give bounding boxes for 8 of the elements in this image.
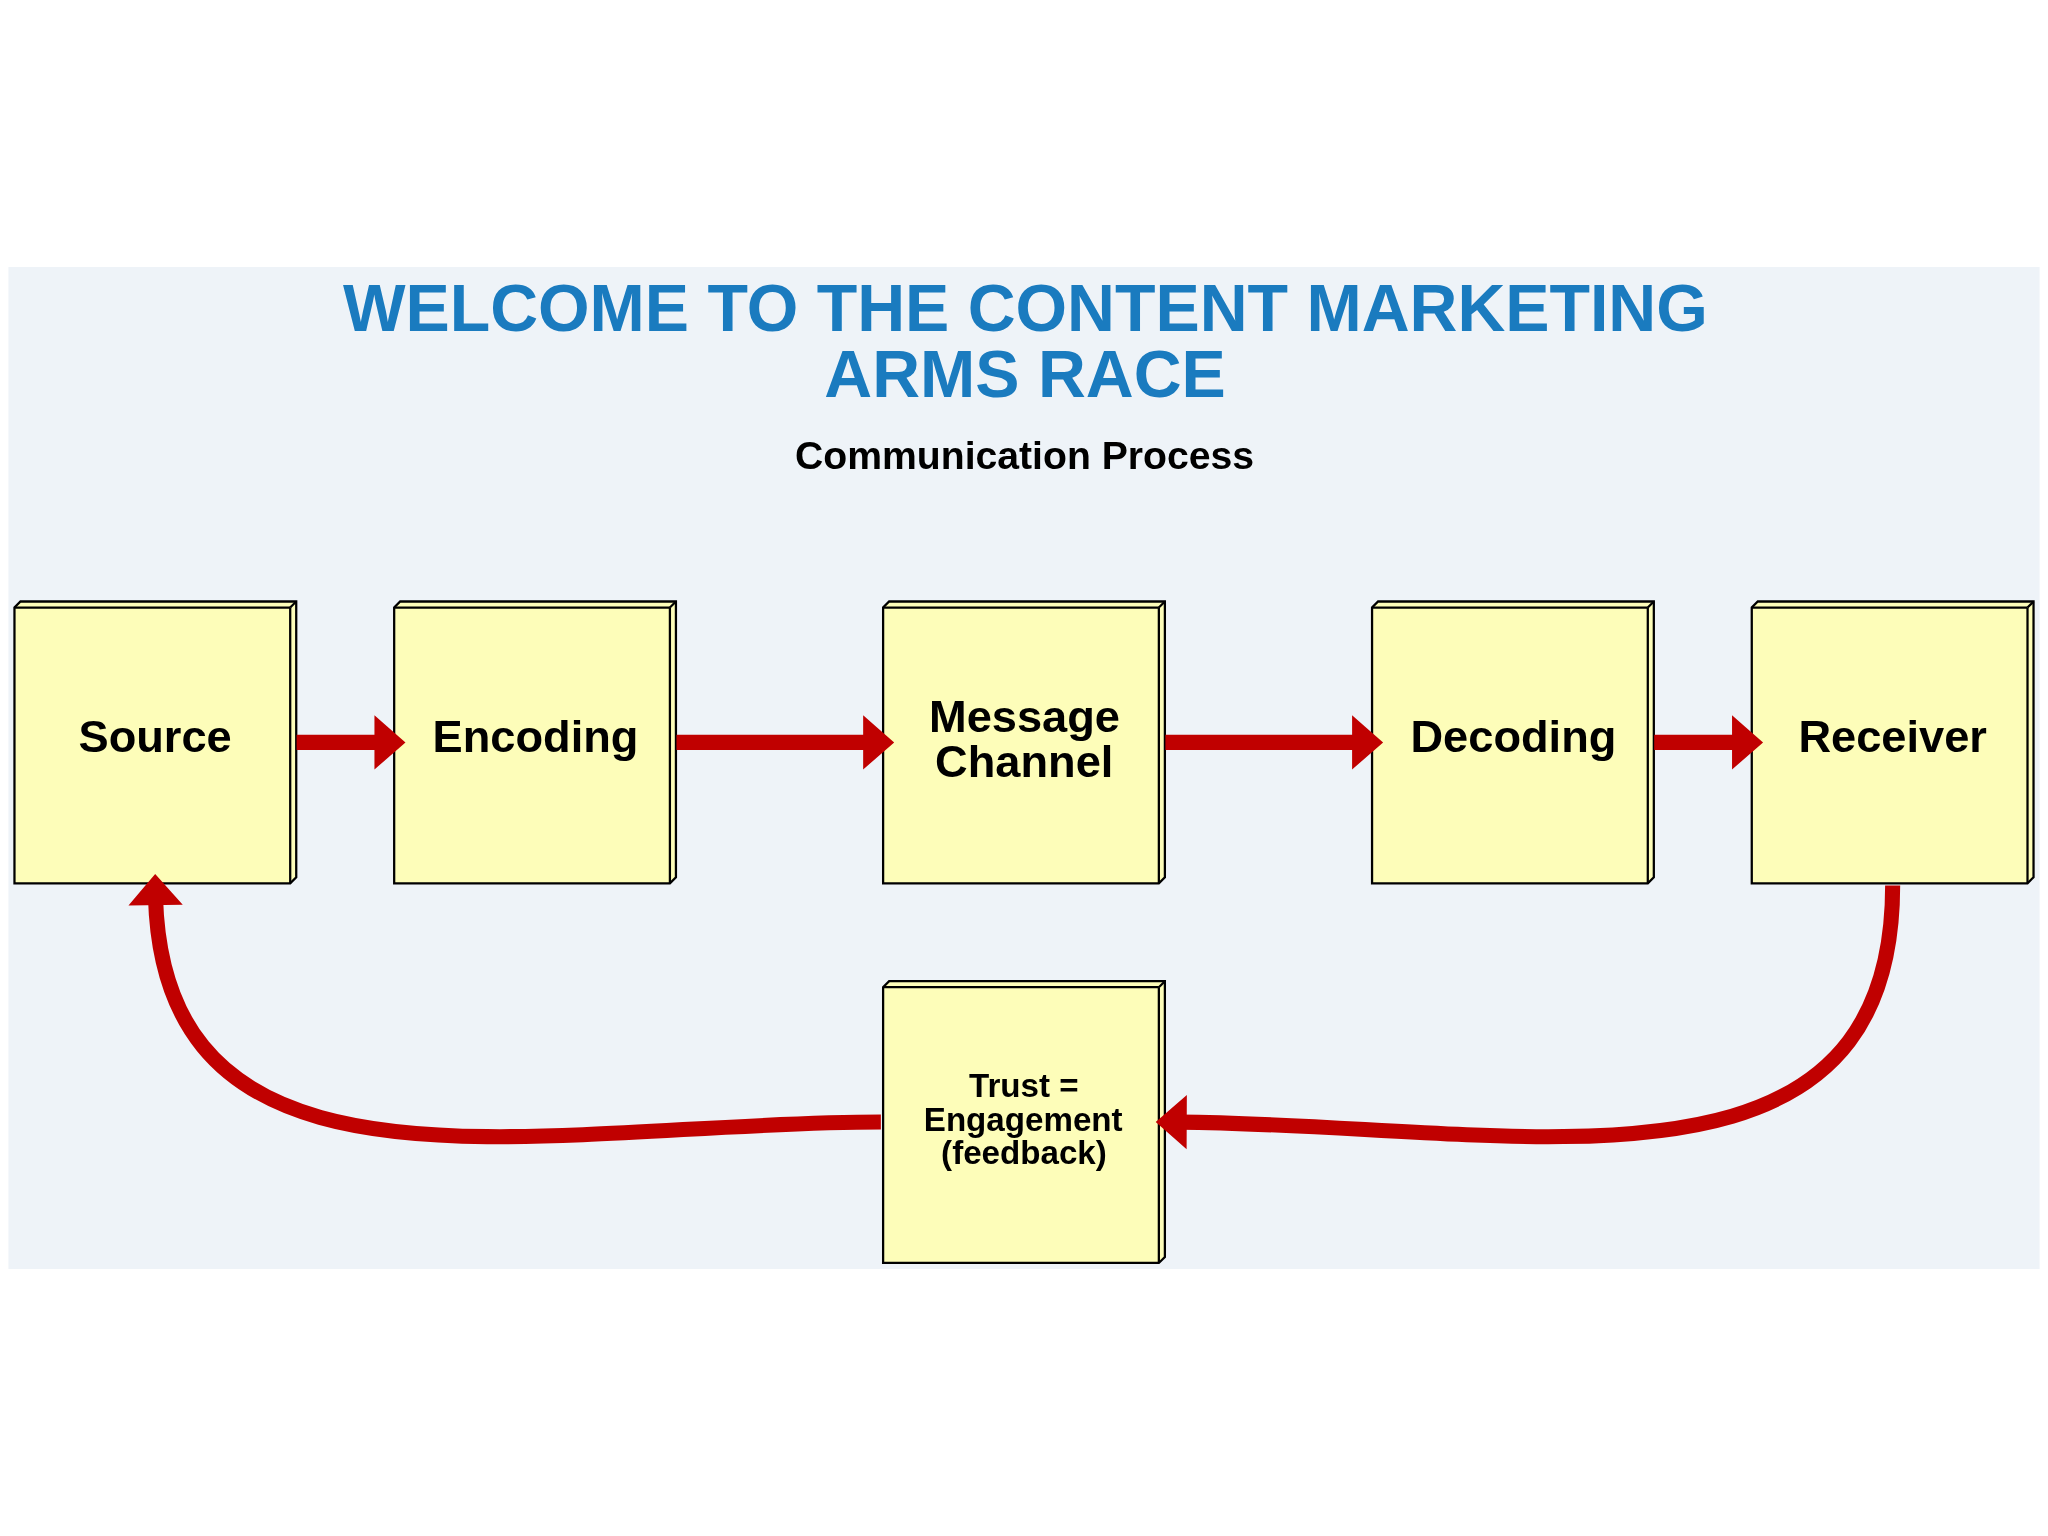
diagram-title: WELCOME TO THE CONTENT MARKETING ARMS RACE [342,270,1708,411]
label: Communication Process [794,433,1255,477]
arrow [296,715,406,770]
arrow [1155,884,1901,1150]
arrow [128,874,881,1144]
arrow [1654,715,1764,770]
arrow [676,715,895,770]
arrow [1165,715,1384,770]
